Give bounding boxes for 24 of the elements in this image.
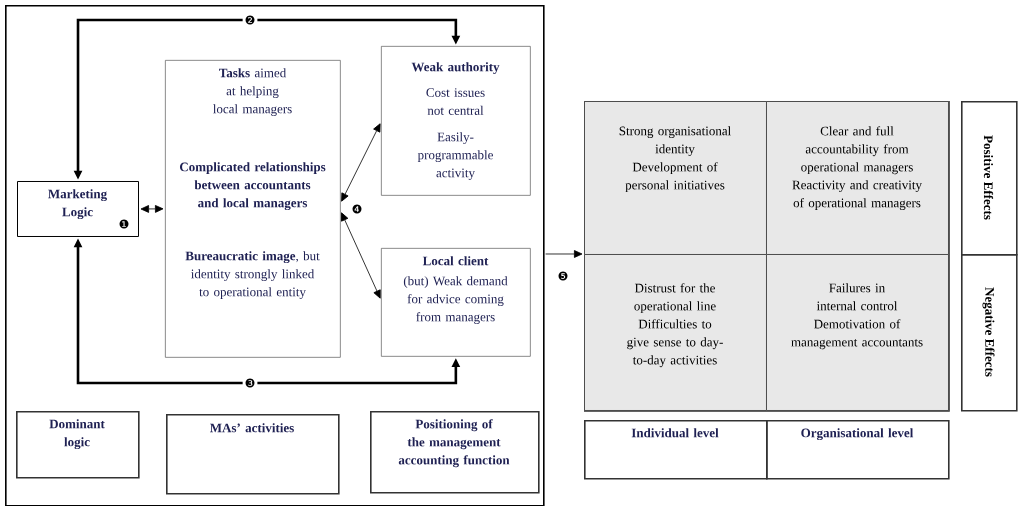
column-heading-box: Positioning of the management accounting function [370,411,540,494]
arrow [140,205,164,213]
activities-box: Tasks aimed at helping local managers Complicated relationships between accountants and local managers Bureaucratic image, but identity strongly linked to operational entity [165,60,341,358]
edge-label: ❹ [349,202,365,216]
edge-label: ❷ [242,13,258,27]
level-heading-box: Organisational level [766,420,950,480]
level-heading-box: Individual level [584,420,768,480]
matrix-cell: Clear and full accountability from operational managers Reactivity and creativity of operational managers [766,101,949,255]
edge-label: ❺ [555,269,571,283]
panel-frame [5,5,545,506]
effects-heading-box: Negative Effects [961,254,1018,412]
matrix-cell: Failures in internal control Demotivation of management accountants [766,254,949,411]
arrow [341,123,381,202]
matrix-cell: Strong organisational identity Development of personal initiatives [584,101,767,255]
edge-label: ❶ [116,217,132,231]
arrow [545,250,583,258]
column-heading-box: Dominant logic [16,411,140,479]
positioning-box: Local client (but) Weak demand for advice coming from managers [381,248,531,357]
matrix-cell: Distrust for the operational line Difficulties to give sense to day-to-day activities [584,254,767,411]
arrow [341,212,381,299]
column-heading-box: MAs’ activities [166,414,340,495]
edge-label: ❸ [242,376,258,390]
positioning-box: Weak authority Cost issues not central Easily-programmable activity [381,46,531,196]
effects-heading-box: Positive Effects [961,101,1018,256]
